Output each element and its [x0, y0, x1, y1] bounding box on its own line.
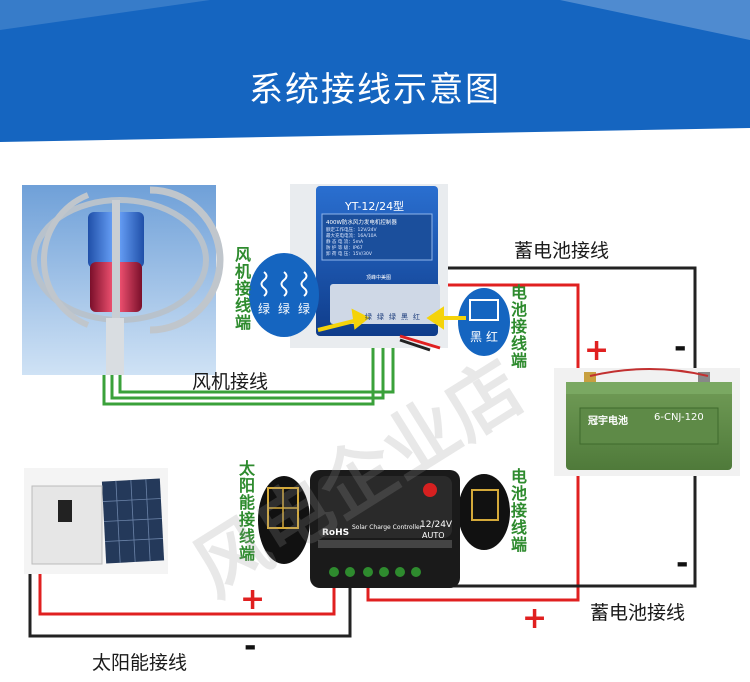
solar-wires — [28, 564, 352, 638]
wind-controller-model: YT-12/24型 — [345, 200, 405, 213]
battery-top-minus-sign: - — [674, 330, 687, 365]
fan-terminal-callout — [249, 253, 319, 337]
wind-terminal-label: 绿 — [389, 313, 396, 321]
battery-terminal-top-label: 电池接线端 — [508, 284, 527, 369]
battery-wiring-top-label: 蓄电池接线 — [514, 240, 610, 262]
title-banner — [0, 0, 750, 142]
solar-controller-rating: 12/24V — [420, 520, 453, 530]
wind-terminal-label: 红 — [413, 313, 420, 321]
solar-terminal-label: 太阳能接线端 — [236, 460, 255, 562]
spec-line: 额定工作电压：12V/24V — [326, 228, 377, 233]
battery-terminal-callout-bottom — [458, 474, 510, 550]
wind-terminal-label: 绿 — [377, 313, 384, 321]
battery-top-plus-sign: + — [584, 333, 610, 368]
solar-wiring-label: 太阳能接线 — [92, 652, 188, 674]
fan-wiring-label: 风机接线 — [192, 371, 269, 393]
wind-terminal-label: 绿 — [365, 313, 372, 321]
battery-callout-terminal: 黑 — [470, 330, 483, 344]
solar-controller-mode: AUTO — [422, 531, 445, 540]
spec-line: 最大充电电流：16A/10A — [326, 234, 377, 239]
spec-line: 卸 荷 电 压：15V/30V — [326, 252, 372, 257]
battery-wiring-bottom-label: 蓄电池接线 — [590, 602, 686, 624]
wind-controller-brand: 顶峰中美图 — [366, 275, 392, 281]
wind-controller — [290, 184, 448, 352]
spec-line: 防 护 等 级：IP67 — [326, 246, 363, 251]
wind-turbine-image — [22, 185, 224, 375]
solar-plus-sign: + — [240, 582, 266, 617]
solar-terminal-callout — [258, 476, 310, 564]
fan-callout-terminal: 绿 — [258, 302, 271, 316]
fan-callout-terminal: 绿 — [278, 302, 291, 316]
fan-wires — [102, 322, 395, 406]
battery-terminal-callout-top — [458, 288, 510, 356]
battery-bottom-minus-sign: - — [676, 546, 689, 581]
battery-callout-terminal: 红 — [486, 330, 499, 344]
spec-line: 静 态 电 流：5mA — [326, 240, 364, 245]
battery-model: 6-CNJ-120 — [654, 412, 704, 423]
battery-bottom-plus-sign: + — [522, 601, 548, 636]
solar-controller-name: Solar Charge Controller — [352, 524, 423, 531]
wind-terminal-label: 黑 — [401, 313, 408, 321]
solar-controller-brand: RoHS — [322, 528, 350, 538]
battery-image — [554, 368, 740, 476]
battery-brand: 冠宇电池 — [588, 416, 628, 427]
wind-controller-subtitle: 400W防水风力发电机控制器 — [326, 220, 397, 226]
page-title: 系统接线示意图 — [249, 70, 501, 110]
fan-callout-terminal: 绿 — [298, 302, 311, 316]
fan-terminal-label: 风机接线端 — [232, 246, 251, 331]
battery-terminal-bottom-label: 电池接线端 — [508, 468, 527, 553]
solar-panel-image — [24, 468, 168, 574]
solar-minus-sign: - — [244, 629, 257, 664]
solar-charge-controller — [310, 470, 460, 588]
